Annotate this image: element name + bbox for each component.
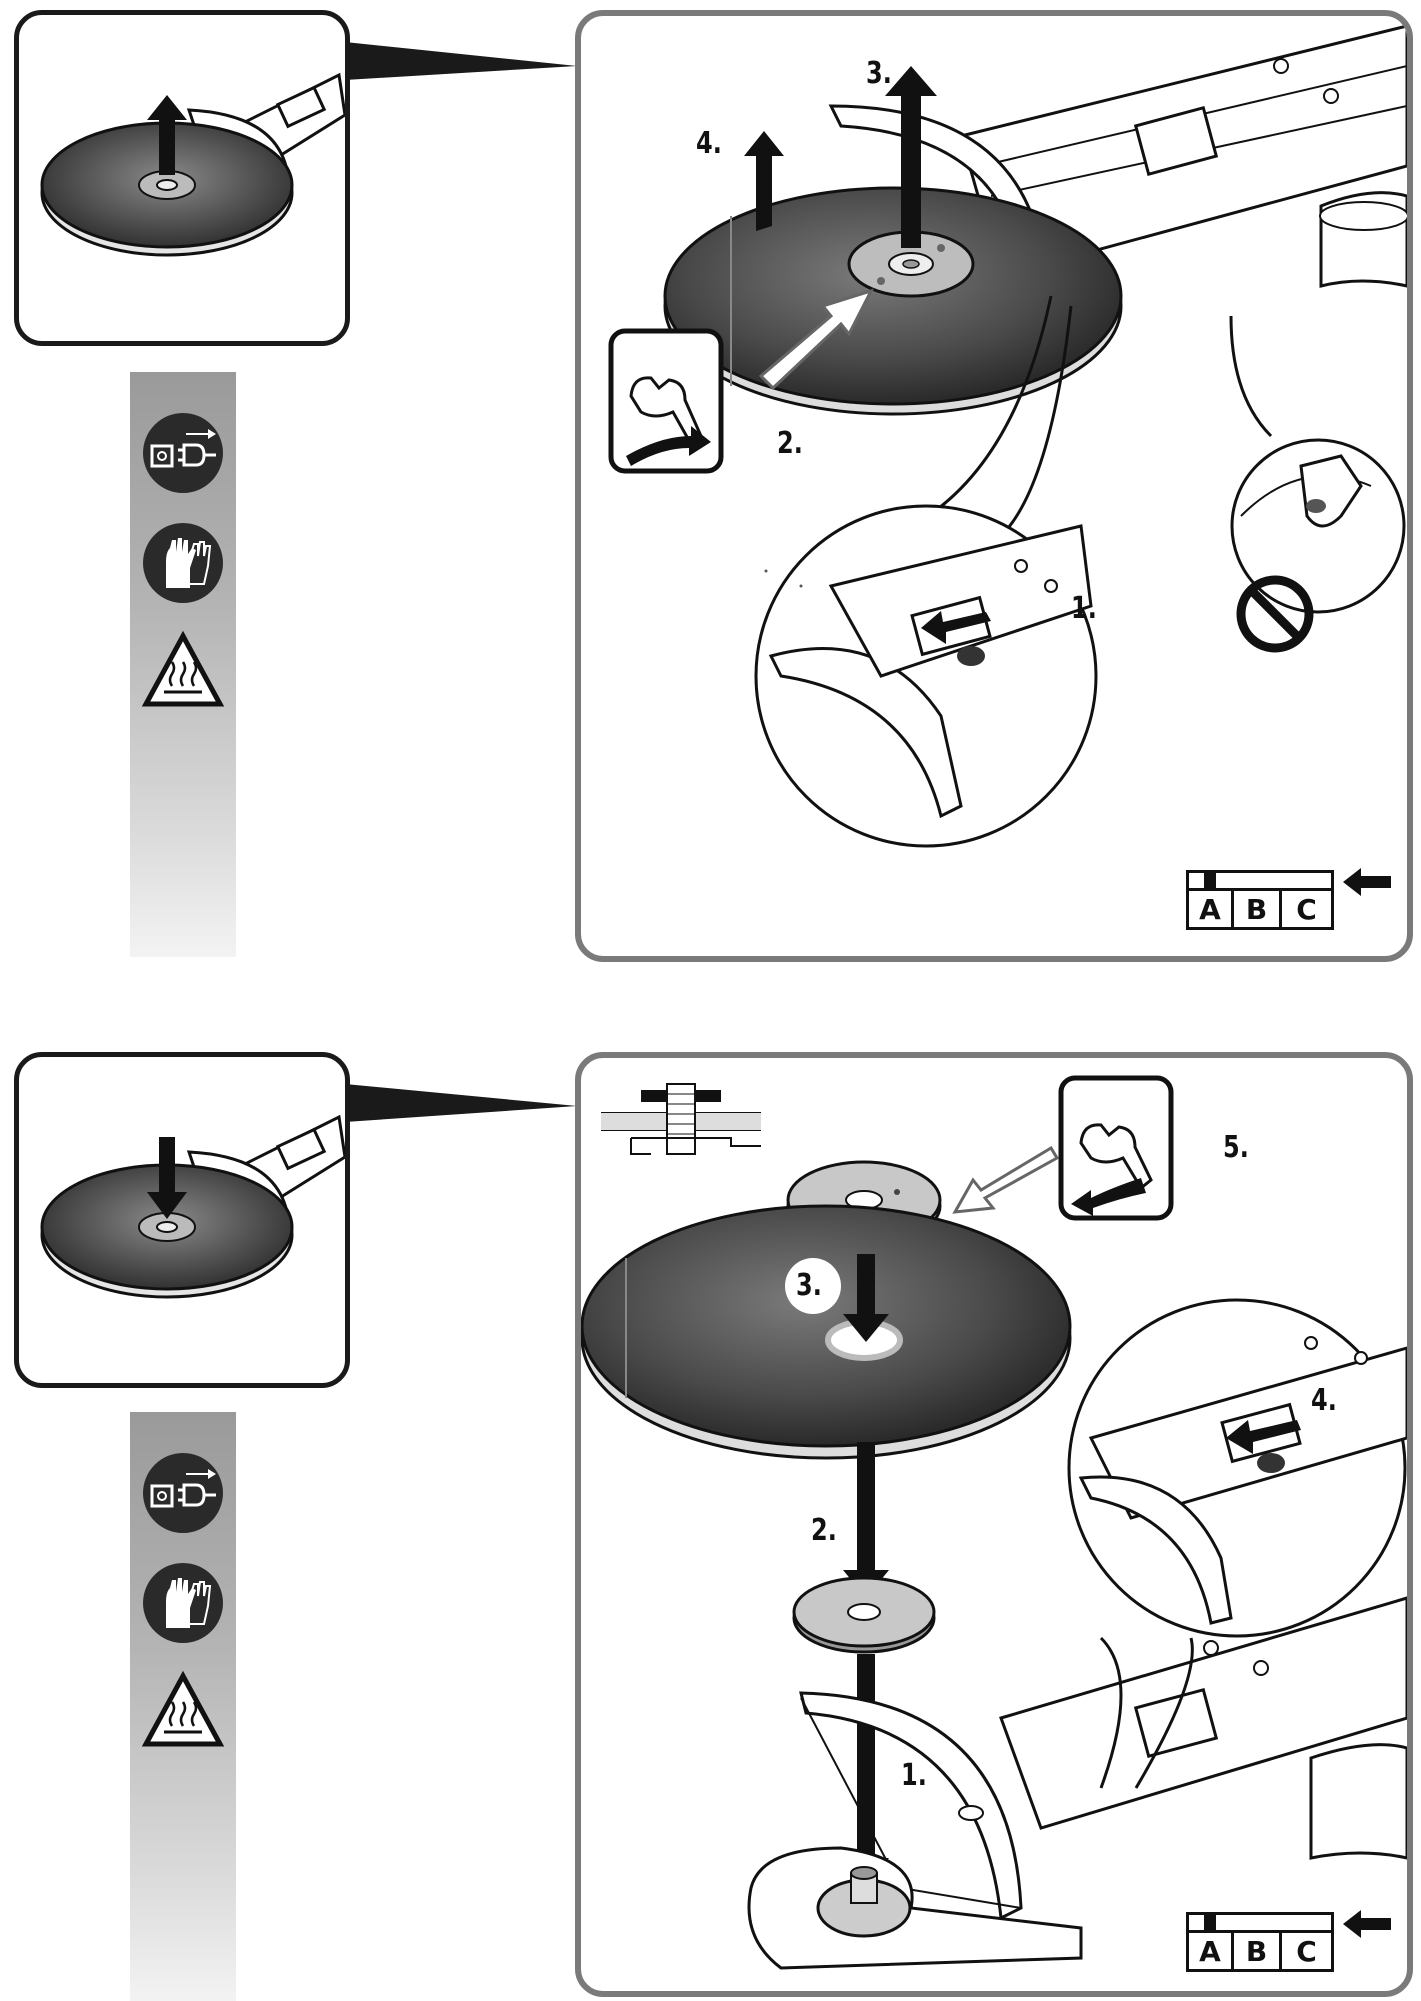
mode-selector: A B C: [1186, 864, 1334, 930]
gloves-icon: [143, 1563, 223, 1643]
main-illustration-remove: 3. 4. 2. 1. A B C: [575, 10, 1413, 962]
section-remove-disc: 3. 4. 2. 1. A B C: [0, 0, 1421, 990]
mode-c: C: [1282, 1930, 1334, 1972]
callout-wedge: [345, 42, 577, 80]
mode-selector: A B C: [1186, 1906, 1334, 1972]
thumbnail-install-illustration: [40, 1114, 345, 1299]
step-label-2: 2.: [811, 1513, 837, 1548]
mode-pointer-arrow-icon: [1343, 868, 1391, 896]
remove-disc-illustration: [608, 24, 1407, 848]
mode-selector-bar: [1186, 870, 1334, 888]
thumbnail-remove-disc: [14, 10, 350, 346]
mode-selector-marker: [1204, 1914, 1216, 1930]
plug-disconnect-icon: [143, 413, 223, 493]
section-install-disc: 5. 3. 4. 2. 1. A B C: [0, 1000, 1421, 2001]
step-label-1: 1.: [901, 1758, 927, 1793]
mode-pointer-arrow-icon: [1343, 1910, 1391, 1938]
mode-b: B: [1234, 888, 1282, 930]
mode-selector-bar: [1186, 1912, 1334, 1930]
step-label-4: 4.: [696, 126, 722, 161]
mode-selector-marker: [1204, 872, 1216, 888]
requirements-strip: [130, 372, 236, 957]
step-label-3: 3.: [796, 1268, 822, 1303]
plug-disconnect-icon: [143, 1453, 223, 1533]
requirements-strip-bottom: [130, 1412, 236, 2001]
hot-surface-warning-icon: [142, 630, 224, 707]
step-label-2: 2.: [777, 426, 803, 461]
callout-wedge-bottom: [345, 1084, 577, 1122]
gloves-icon: [143, 523, 223, 603]
hot-surface-warning-icon: [142, 1670, 224, 1747]
step-label-4: 4.: [1311, 1383, 1337, 1418]
mode-b: B: [1234, 1930, 1282, 1972]
main-illustration-install: 5. 3. 4. 2. 1. A B C: [575, 1052, 1413, 1997]
thumbnail-illustration: [40, 72, 345, 257]
step-label-3: 3.: [866, 56, 892, 91]
step-label-1: 1.: [1071, 591, 1097, 626]
thumbnail-install-disc: [14, 1052, 350, 1388]
step-label-5: 5.: [1223, 1130, 1249, 1165]
mode-a: A: [1186, 888, 1234, 930]
mode-c: C: [1282, 888, 1334, 930]
install-disc-illustration: [581, 1075, 1407, 1970]
mode-a: A: [1186, 1930, 1234, 1972]
